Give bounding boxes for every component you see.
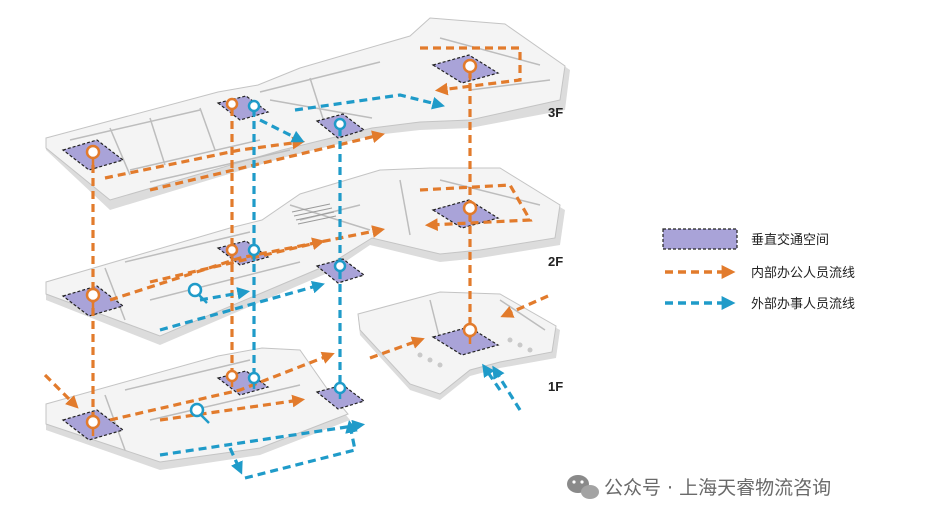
floor-label-3f: 3F: [548, 105, 563, 120]
vertical-space-1f-top: [431, 326, 500, 356]
location-pin-icon: [85, 144, 101, 166]
legend: 垂直交通空间 内部办公人员流线 外部办事人员流线: [662, 228, 855, 312]
legend-label-external-flow: 外部办事人员流线: [751, 297, 855, 312]
location-pin-icon: [225, 97, 239, 115]
location-pin-icon: [85, 414, 101, 436]
blue-pins: [247, 99, 347, 399]
location-pin-icon: [85, 287, 101, 309]
magnifier-icon: [187, 282, 208, 304]
location-pin-icon: [462, 322, 478, 344]
location-pin-icon: [247, 243, 261, 261]
watermark: 公众号 · 上海天睿物流咨询: [567, 475, 831, 499]
location-pin-icon: [225, 369, 239, 387]
location-pin-icon: [462, 58, 478, 80]
location-pin-icon: [462, 200, 478, 222]
orange-pins: [85, 58, 478, 436]
floor-label-1f: 1F: [548, 379, 563, 394]
location-pin-icon: [333, 259, 347, 277]
legend-label-vertical-space: 垂直交通空间: [751, 232, 829, 248]
magnifier-icon: [189, 402, 210, 424]
floor-label-2f: 2F: [548, 254, 563, 269]
floor-2f-plate: [45, 167, 565, 345]
legend-label-internal-flow: 内部办公人员流线: [751, 265, 855, 281]
vertical-space-2f-top: [431, 199, 500, 229]
location-pin-icon: [247, 99, 261, 117]
location-pin-icon: [333, 117, 347, 135]
watermark-text: 公众号 · 上海天睿物流咨询: [604, 477, 831, 499]
location-pin-icon: [225, 243, 239, 261]
magnifier-icons: [187, 282, 210, 424]
internal-flow-lines: [43, 46, 549, 422]
wechat-icon: [567, 475, 599, 499]
legend-swatch-vertical-space: [662, 228, 738, 250]
location-pin-icon: [333, 381, 347, 399]
location-pin-icon: [247, 371, 261, 389]
